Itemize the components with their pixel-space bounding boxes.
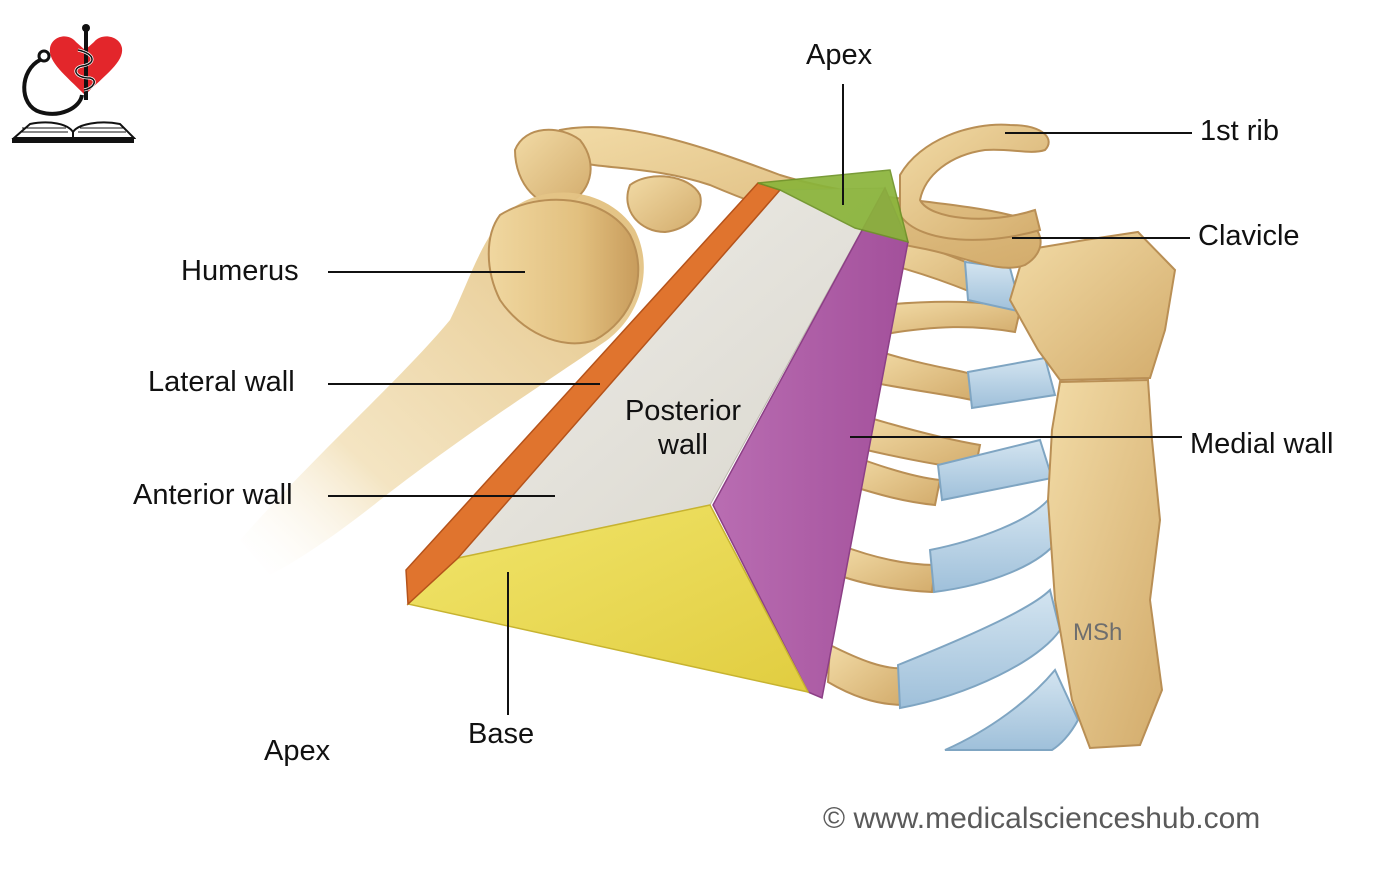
scapula	[513, 128, 702, 234]
costal-cartilages	[896, 260, 1080, 751]
lateral-wall-label: Lateral wall	[148, 366, 295, 398]
anterior-wall-label: Anterior wall	[133, 479, 293, 511]
axilla-pyramid	[405, 169, 910, 700]
copyright-text: © www.medicalscienceshub.com	[823, 802, 1261, 835]
leader-lines	[328, 84, 1192, 715]
humerus-label: Humerus	[181, 255, 299, 287]
sternum	[1008, 230, 1177, 750]
apex-top-label: Apex	[806, 39, 873, 71]
medicalscienceshub-logo	[11, 24, 136, 143]
first-rib	[899, 123, 1050, 241]
first-rib-label: 1st rib	[1200, 115, 1279, 147]
posterior-wall-label-line2: wall	[658, 429, 708, 461]
posterior-wall-label-line1: Posterior	[624, 395, 742, 427]
apex-region	[757, 169, 910, 244]
clavicle-label: Clavicle	[1198, 220, 1300, 252]
apex-bottom-label: Apex	[264, 735, 331, 767]
base-label: Base	[468, 718, 535, 750]
medial-wall-label: Medial wall	[1190, 428, 1334, 460]
artist-mark: MSh	[1073, 619, 1123, 646]
